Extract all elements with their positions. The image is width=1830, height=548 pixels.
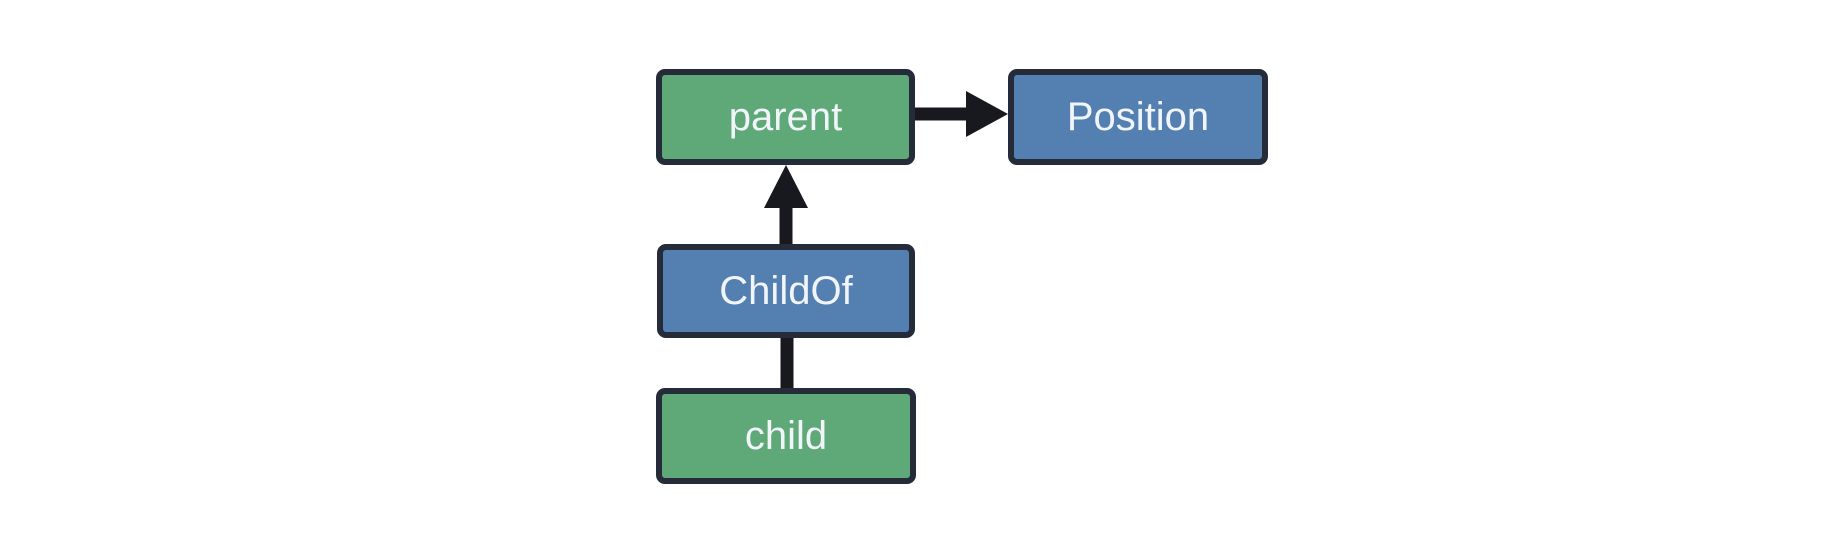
node-parent: parent bbox=[656, 69, 915, 165]
node-childof-label: ChildOf bbox=[719, 269, 853, 313]
edge-childof-to-parent-arrow bbox=[764, 165, 808, 245]
node-position: Position bbox=[1008, 69, 1268, 165]
node-position-label: Position bbox=[1066, 95, 1210, 139]
node-childof: ChildOf bbox=[657, 244, 915, 338]
node-child: child bbox=[656, 388, 916, 484]
edge-parent-to-position-arrow bbox=[915, 91, 1008, 137]
node-child-label: child bbox=[744, 414, 828, 458]
edge-child-to-childof-line bbox=[780, 338, 794, 389]
node-parent-label: parent bbox=[728, 95, 843, 139]
